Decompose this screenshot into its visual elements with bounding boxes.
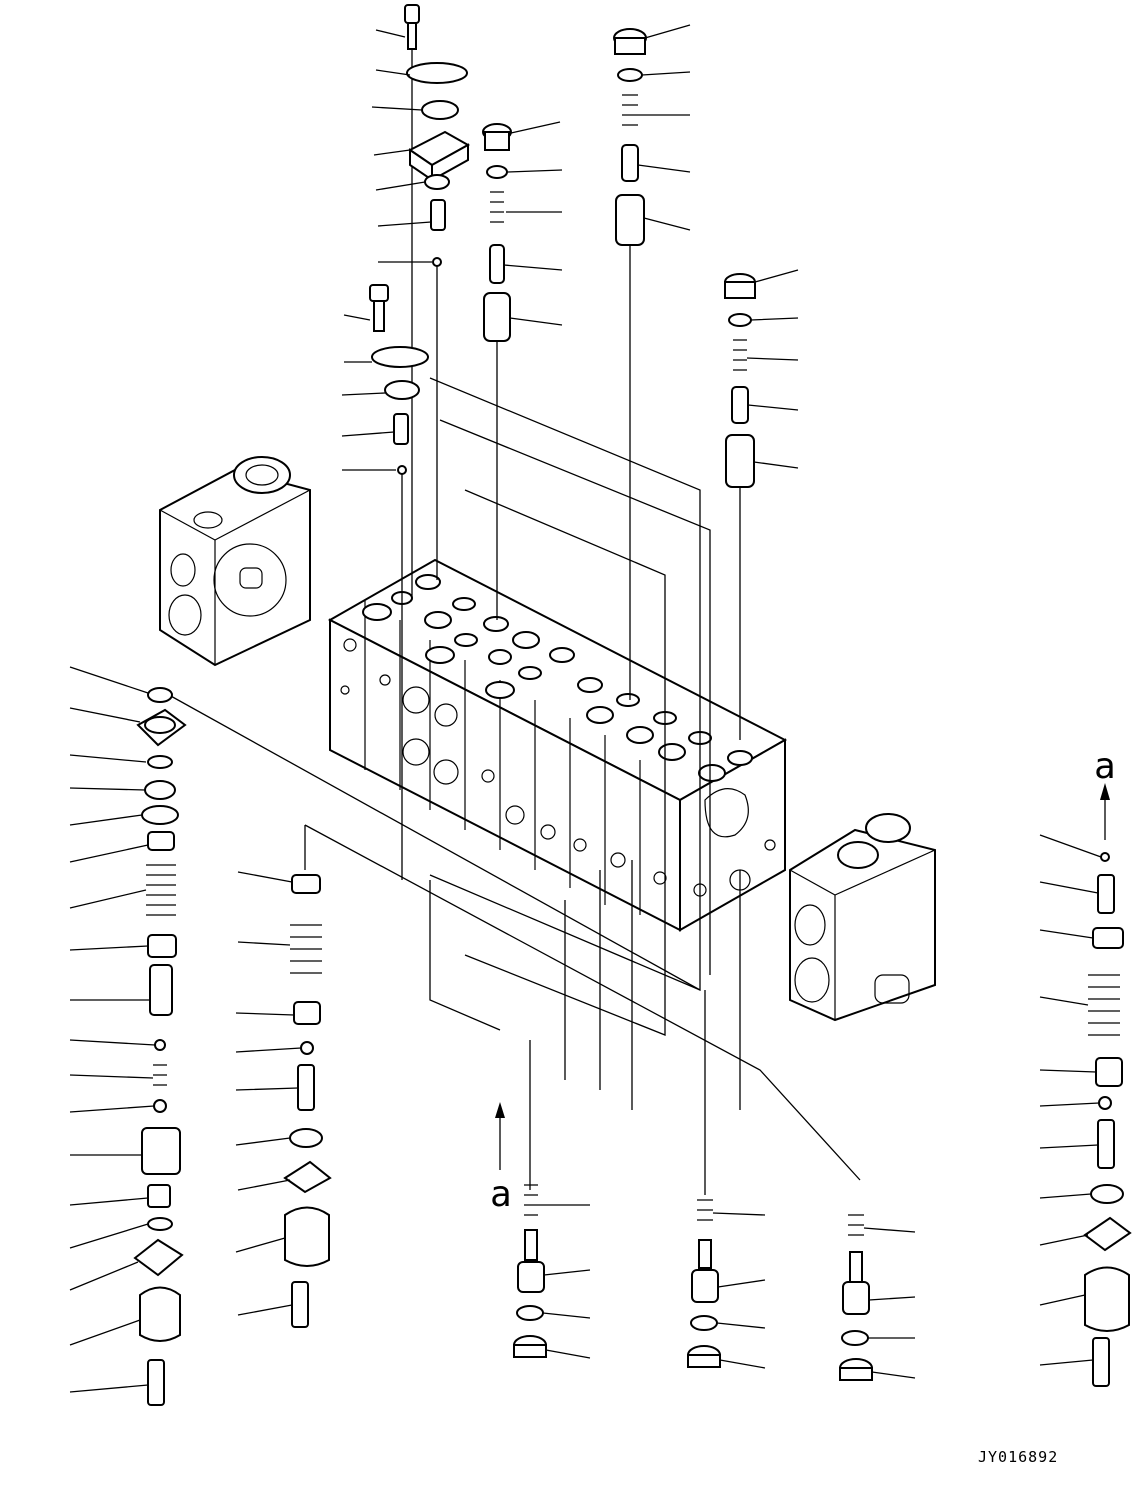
- right-column-stack: [1083, 852, 1132, 1387]
- right-upper-stack: [724, 273, 756, 488]
- drawing-id-code: JY016892: [978, 1448, 1058, 1466]
- top-left-stack: [369, 4, 471, 475]
- front-ports: [340, 638, 776, 897]
- bottom-center-stack: [687, 1199, 721, 1368]
- leader-lines: [69, 24, 1102, 1393]
- arrow-up-icon: [495, 1102, 505, 1118]
- top-center-stack: [482, 123, 512, 342]
- ref-marker-left: a: [490, 1174, 512, 1215]
- left-column-stack: [133, 687, 187, 1406]
- bottom-left-stack: [513, 1184, 547, 1358]
- right-end-cover: [789, 813, 936, 1022]
- left-end-cover: [159, 456, 311, 667]
- main-valve-body: [327, 558, 788, 932]
- assembly-lines: [159, 42, 1110, 1195]
- second-left-stack: [283, 874, 332, 1328]
- top-right-stack: [613, 28, 647, 246]
- ref-marker-right: a: [1094, 746, 1116, 787]
- arrow-up-icon: [1100, 783, 1110, 800]
- bottom-right-stack: [839, 1214, 873, 1381]
